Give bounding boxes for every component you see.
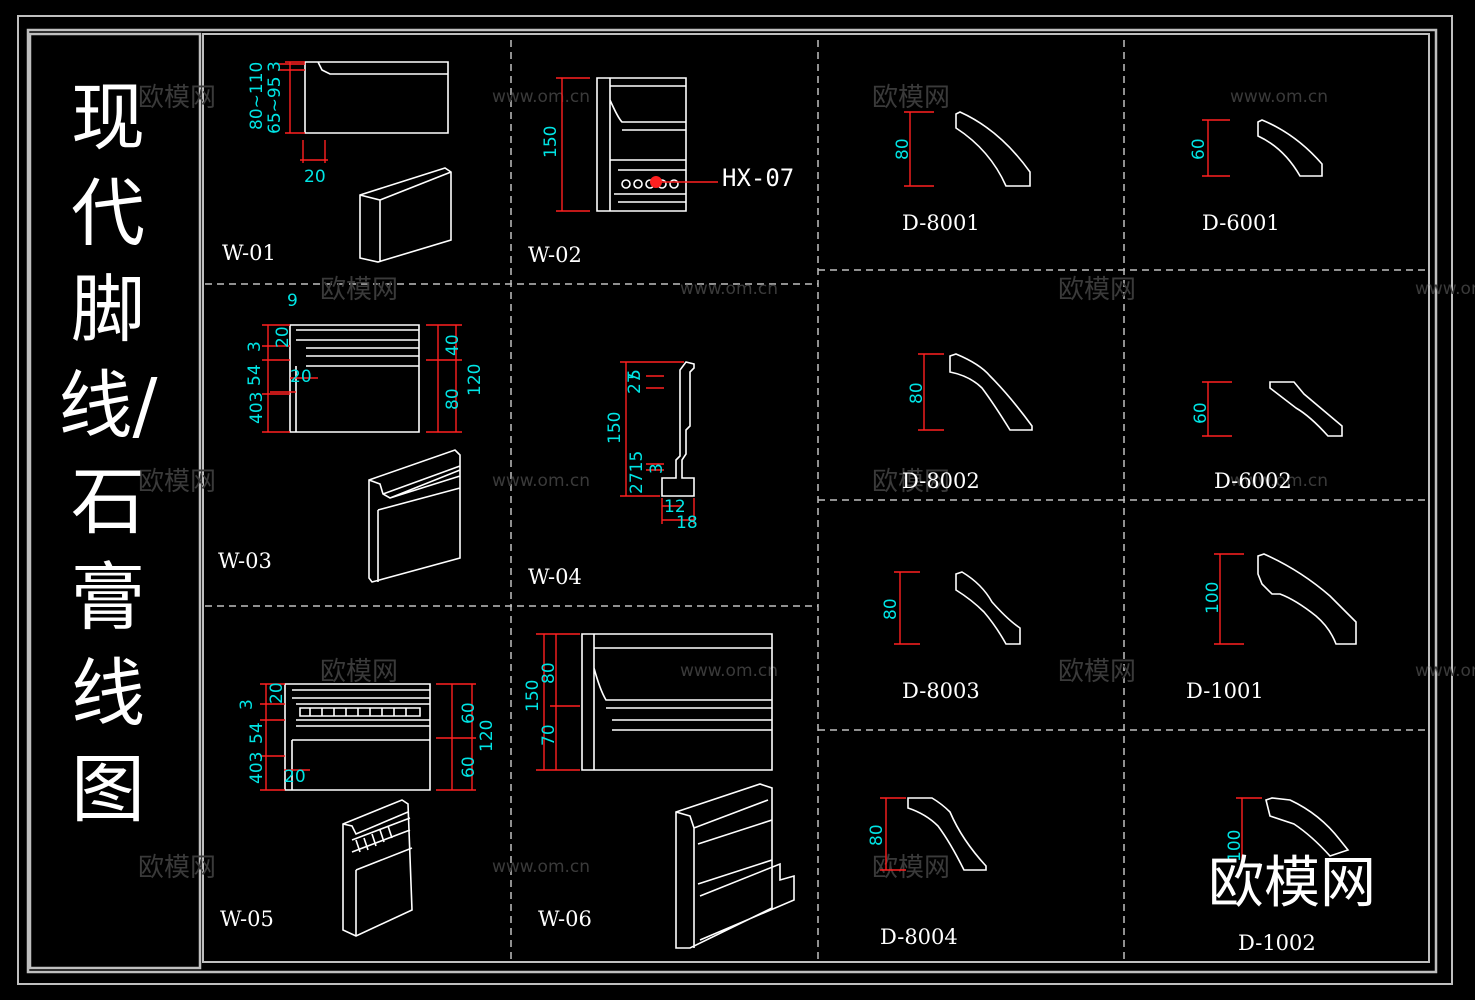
svg-text:20: 20 — [304, 167, 326, 187]
svg-text:60: 60 — [1189, 138, 1209, 160]
svg-text:100: 100 — [1203, 582, 1223, 614]
profile-w01[interactable]: 80~110 65~95 3 20 W-01 — [222, 61, 452, 265]
svg-text:D-6001: D-6001 — [1202, 211, 1280, 235]
svg-text:D-8004: D-8004 — [880, 925, 958, 949]
svg-text:12: 12 — [664, 497, 686, 517]
profile-d8004[interactable]: 80 D-8004 — [867, 797, 987, 949]
drawing-area-frame — [202, 33, 1430, 963]
svg-text:W-04: W-04 — [528, 565, 582, 589]
svg-text:150: 150 — [541, 126, 561, 158]
svg-text:欧模网: 欧模网 — [138, 853, 216, 883]
svg-text:D-8002: D-8002 — [902, 469, 980, 493]
svg-text:27: 27 — [625, 372, 645, 394]
profile-d8002[interactable]: 80 D-8002 — [902, 353, 1033, 493]
svg-text:欧模网: 欧模网 — [320, 657, 398, 687]
svg-text:120: 120 — [477, 720, 497, 752]
grid-lines — [205, 40, 1429, 962]
svg-text:D-1002: D-1002 — [1238, 931, 1316, 955]
svg-text:www.om.cn: www.om.cn — [492, 471, 590, 491]
profile-d6002[interactable]: 60 D-6002 — [1191, 381, 1343, 493]
title-panel-frame — [28, 32, 202, 970]
svg-text:www.om.cn: www.om.cn — [1415, 279, 1475, 299]
svg-text:20: 20 — [267, 682, 287, 704]
svg-text:70: 70 — [539, 724, 559, 746]
svg-text:www.om.cn: www.om.cn — [1230, 87, 1328, 107]
svg-text:W-01: W-01 — [222, 241, 276, 265]
profile-w04[interactable]: 5 27 150 2715 3 12 18 W-04 — [528, 361, 698, 589]
svg-text:欧模网: 欧模网 — [320, 275, 398, 305]
svg-text:403: 403 — [247, 752, 267, 784]
svg-text:www.om.cn: www.om.cn — [1230, 471, 1328, 491]
svg-text:54: 54 — [245, 364, 265, 386]
svg-text:欧模网: 欧模网 — [138, 83, 216, 113]
profile-w02[interactable]: HX-07 150 W-02 — [528, 77, 794, 267]
profile-d1001[interactable]: 100 D-1001 — [1186, 553, 1357, 703]
svg-text:18: 18 — [676, 513, 698, 533]
svg-text:60: 60 — [459, 756, 479, 778]
svg-text:W-03: W-03 — [218, 549, 272, 573]
svg-text:403: 403 — [247, 392, 267, 424]
svg-text:60: 60 — [1191, 402, 1211, 424]
svg-text:欧模网: 欧模网 — [1058, 275, 1136, 305]
svg-text:欧模网: 欧模网 — [138, 467, 216, 497]
svg-text:150: 150 — [605, 412, 625, 444]
svg-text:www.om.cn: www.om.cn — [1415, 661, 1475, 681]
svg-text:HX-07: HX-07 — [722, 164, 794, 192]
profile-d8003[interactable]: 80 D-8003 — [881, 571, 1021, 703]
svg-text:www.om.cn: www.om.cn — [680, 661, 778, 681]
svg-text:5: 5 — [625, 369, 645, 380]
svg-text:9: 9 — [287, 291, 298, 311]
svg-text:40: 40 — [443, 334, 463, 356]
watermarks: 欧模网 www.om.cn 欧模网 www.om.cn 欧模网 www.om.c… — [138, 83, 1475, 883]
profile-d6001[interactable]: 60 D-6001 — [1189, 119, 1323, 235]
profile-w03[interactable]: 9 20 3 54 403 20 40 80 120 W-03 — [218, 291, 485, 583]
svg-text:D-1001: D-1001 — [1186, 679, 1264, 703]
svg-text:80: 80 — [539, 662, 559, 684]
svg-text:3: 3 — [265, 61, 285, 72]
svg-text:3: 3 — [237, 699, 257, 710]
svg-text:W-02: W-02 — [528, 243, 582, 267]
outer-frame — [17, 15, 1453, 985]
svg-text:20: 20 — [284, 767, 306, 787]
svg-text:欧模网: 欧模网 — [872, 83, 950, 113]
svg-text:W-06: W-06 — [538, 907, 592, 931]
svg-text:www.om.cn: www.om.cn — [492, 857, 590, 877]
svg-text:2715: 2715 — [627, 451, 647, 494]
svg-text:D-8003: D-8003 — [902, 679, 980, 703]
profile-d1002[interactable]: 100 D-1002 — [1225, 797, 1350, 955]
svg-text:100: 100 — [1225, 830, 1245, 862]
svg-text:D-8001: D-8001 — [902, 211, 980, 235]
inner-frame — [26, 28, 1438, 974]
svg-text:80: 80 — [881, 598, 901, 620]
svg-text:20: 20 — [273, 326, 293, 348]
profile-d8001[interactable]: 80 D-8001 — [893, 111, 1031, 235]
svg-text:W-05: W-05 — [220, 907, 274, 931]
svg-text:欧模网: 欧模网 — [872, 853, 950, 883]
profile-w06[interactable]: 150 80 70 W-06 — [523, 633, 795, 949]
brand-logo: 欧模网 — [1208, 851, 1376, 916]
svg-text:20: 20 — [290, 367, 312, 387]
svg-text:54: 54 — [247, 722, 267, 744]
page-title: 现代脚线/石膏线图 — [58, 75, 158, 833]
svg-text:3: 3 — [245, 341, 265, 352]
svg-text:80~110: 80~110 — [247, 62, 267, 130]
svg-text:80: 80 — [907, 382, 927, 404]
svg-text:3: 3 — [647, 463, 667, 474]
svg-text:欧模网: 欧模网 — [872, 467, 950, 497]
svg-text:80: 80 — [443, 388, 463, 410]
svg-text:65~95: 65~95 — [265, 76, 285, 134]
svg-text:120: 120 — [465, 364, 485, 396]
svg-text:80: 80 — [893, 138, 913, 160]
svg-text:80: 80 — [867, 824, 887, 846]
svg-text:欧模网: 欧模网 — [1058, 657, 1136, 687]
svg-text:www.om.cn: www.om.cn — [680, 279, 778, 299]
svg-text:D-6002: D-6002 — [1214, 469, 1292, 493]
svg-text:150: 150 — [523, 680, 543, 712]
svg-text:www.om.cn: www.om.cn — [492, 87, 590, 107]
svg-text:60: 60 — [459, 702, 479, 724]
profile-w05[interactable]: 20 3 54 403 20 60 120 60 W-05 — [220, 682, 497, 937]
